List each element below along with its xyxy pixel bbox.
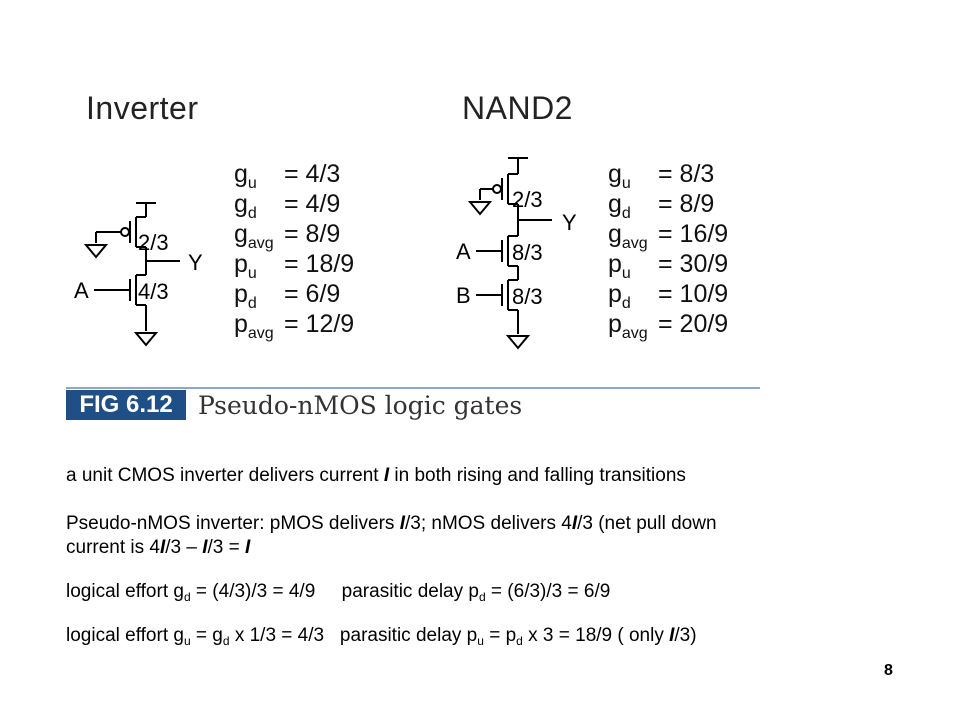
eq-row: pu= 30/9 xyxy=(608,250,729,282)
input-a-label: A xyxy=(456,239,471,264)
eq-row: pd= 6/9 xyxy=(234,280,341,312)
page-number: 8 xyxy=(884,662,893,679)
text-line-4: logical effort gu = gd x 1/3 = 4/3 paras… xyxy=(66,625,697,648)
pmos-size-label: 2/3 xyxy=(138,230,169,255)
nand2-schematic: 2/3 8/3 8/3 Y A B xyxy=(456,157,577,350)
text-line-1: a unit CMOS inverter delivers current I … xyxy=(66,465,686,486)
eq-row: gu= 8/3 xyxy=(608,160,715,192)
input-b-label: B xyxy=(456,283,471,308)
figure-rule xyxy=(66,387,760,389)
pmos-size-label: 2/3 xyxy=(512,187,543,212)
pmos-bubble xyxy=(492,184,502,194)
eq-row: pavg= 12/9 xyxy=(234,310,355,342)
eq-row: gavg= 16/9 xyxy=(608,220,729,252)
ground-symbol-bottom xyxy=(505,335,531,350)
nmos-a-size-label: 8/3 xyxy=(512,240,543,265)
text-line-2: Pseudo-nMOS inverter: pMOS delivers I/3;… xyxy=(66,513,717,534)
eq-row: gavg= 8/9 xyxy=(234,220,341,252)
figure-caption: Pseudo-nMOS logic gates xyxy=(198,391,523,420)
eq-row: gd= 4/9 xyxy=(234,190,341,222)
nand2-title: NAND2 xyxy=(462,90,573,126)
inverter-title: Inverter xyxy=(86,90,199,126)
ground-symbol xyxy=(467,201,493,216)
eq-row: gd= 8/9 xyxy=(608,190,715,222)
inverter-schematic: 2/3 4/3 Y A xyxy=(74,202,203,347)
input-label: A xyxy=(74,278,89,303)
pmos-bubble xyxy=(120,227,130,237)
text-line-3: logical effort gd = (4/3)/3 = 4/9 parasi… xyxy=(66,581,611,604)
eq-row: pu= 18/9 xyxy=(234,250,355,282)
nmos-size-label: 4/3 xyxy=(138,279,169,304)
eq-row: pd= 10/9 xyxy=(608,280,729,312)
ground-symbol-bottom xyxy=(133,332,159,347)
ground-symbol xyxy=(83,244,109,259)
figure-tag: FIG 6.12 xyxy=(66,390,186,420)
output-label: Y xyxy=(188,250,203,275)
eq-row: gu= 4/3 xyxy=(234,160,341,192)
nmos-b-size-label: 8/3 xyxy=(512,284,543,309)
output-label: Y xyxy=(562,210,577,235)
text-line-2-cont: current is 4I/3 – I/3 = I xyxy=(66,537,251,558)
eq-row: pavg= 20/9 xyxy=(608,310,729,342)
